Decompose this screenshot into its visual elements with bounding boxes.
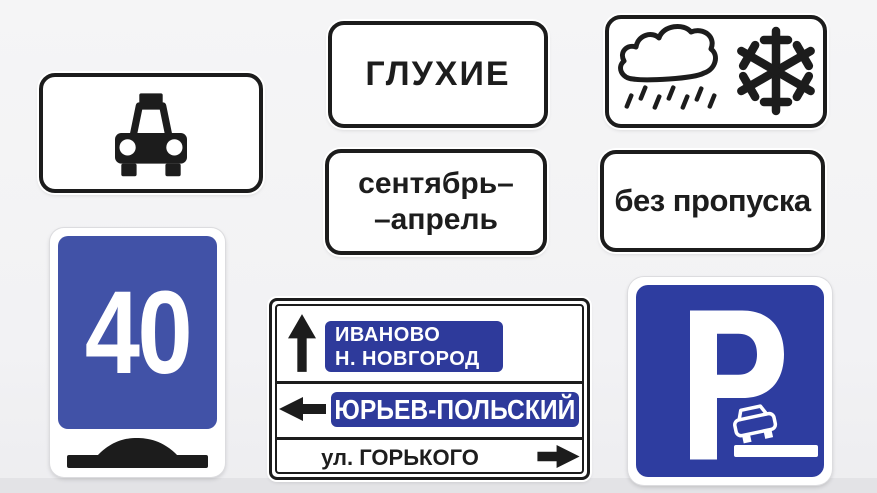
snowflake-icon <box>737 26 815 116</box>
months-line-1: сентябрь– <box>358 167 514 200</box>
speed-bump-icon <box>67 438 208 468</box>
destination-city-3: ЮРЬЕВ-ПОЛЬСКИЙ <box>334 393 576 425</box>
deaf-sign-plate: ГЛУХИЕ <box>328 21 548 128</box>
taxi-car-front-icon <box>115 93 187 177</box>
parking-letter: P <box>690 310 784 460</box>
months-sign-text: сентябрь– –апрель <box>358 166 514 238</box>
left-arrow-icon <box>279 397 326 421</box>
destination-plate-yuriev-polsky: ЮРЬЕВ-ПОЛЬСКИЙ <box>331 392 579 427</box>
no-pass-sign-text: без пропуска <box>614 183 811 218</box>
deaf-sign-text: ГЛУХИЕ <box>365 55 511 93</box>
row-separator-2 <box>277 437 582 440</box>
direction-sign-inner-frame: ИВАНОВО Н. НОВГОРОД ЮРЬЕВ-ПОЛЬСКИЙ ул. Г… <box>275 304 584 474</box>
weather-icons <box>618 24 815 116</box>
destination-plate-ivanovo: ИВАНОВО Н. НОВГОРОД <box>325 321 503 372</box>
months-sign-plate: сентябрь– –апрель <box>325 149 547 255</box>
weather-sign-plate <box>605 15 827 128</box>
speed-bump-sign-card: 40 <box>50 228 225 477</box>
right-arrow-icon <box>537 445 580 468</box>
no-pass-sign-plate: без пропуска <box>600 150 825 252</box>
parking-sign: P <box>636 285 824 477</box>
direction-sign: ИВАНОВО Н. НОВГОРОД ЮРЬЕВ-ПОЛЬСКИЙ ул. Г… <box>269 298 590 480</box>
taxi-sign-plate <box>39 73 263 193</box>
row-separator-1 <box>277 381 582 384</box>
street-name-text: ул. ГОРЬКОГО <box>321 445 479 470</box>
destination-city-1: ИВАНОВО <box>335 323 441 346</box>
parking-sign-card: P <box>628 277 832 485</box>
rain-cloud-icon <box>618 24 718 110</box>
destination-city-2: Н. НОВГОРОД <box>335 347 480 370</box>
speed-value: 40 <box>84 266 193 399</box>
up-arrow-icon <box>288 314 316 372</box>
months-line-2: –апрель <box>373 203 498 236</box>
recommended-speed-sign: 40 <box>58 236 217 429</box>
car-on-kerb-icon <box>733 404 818 457</box>
